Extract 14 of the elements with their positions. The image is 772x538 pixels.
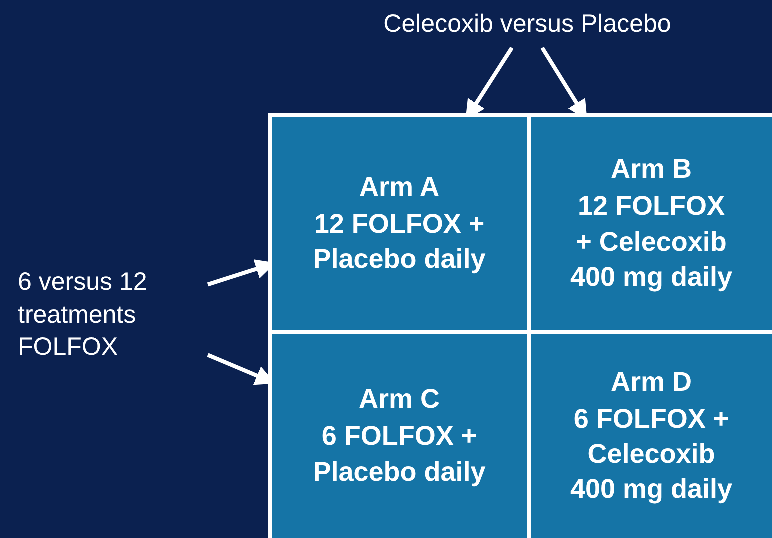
arm-title: Arm D: [610, 366, 692, 399]
arm-regimen: 6 FOLFOX + Placebo daily: [312, 420, 487, 489]
arm-title: Arm A: [359, 170, 440, 204]
arm-cell: [531, 117, 772, 330]
arm-regimen: 6 FOLFOX + Celecoxib 400 mg daily: [569, 402, 734, 506]
arm-cell: [272, 334, 527, 538]
arm-title: Arm B: [610, 153, 692, 186]
arm-regimen: 12 FOLFOX + Celecoxib 400 mg daily: [569, 190, 734, 294]
arm-title: Arm C: [358, 383, 440, 416]
arm-cell: [272, 117, 527, 330]
arm-cell: [531, 334, 772, 538]
arm-regimen: 12 FOLFOX + Placebo daily: [312, 208, 487, 276]
side-text: 6 versus 12 treatments FOLFOX: [18, 267, 148, 364]
heading-text: Celecoxib versus Placebo: [382, 8, 672, 40]
